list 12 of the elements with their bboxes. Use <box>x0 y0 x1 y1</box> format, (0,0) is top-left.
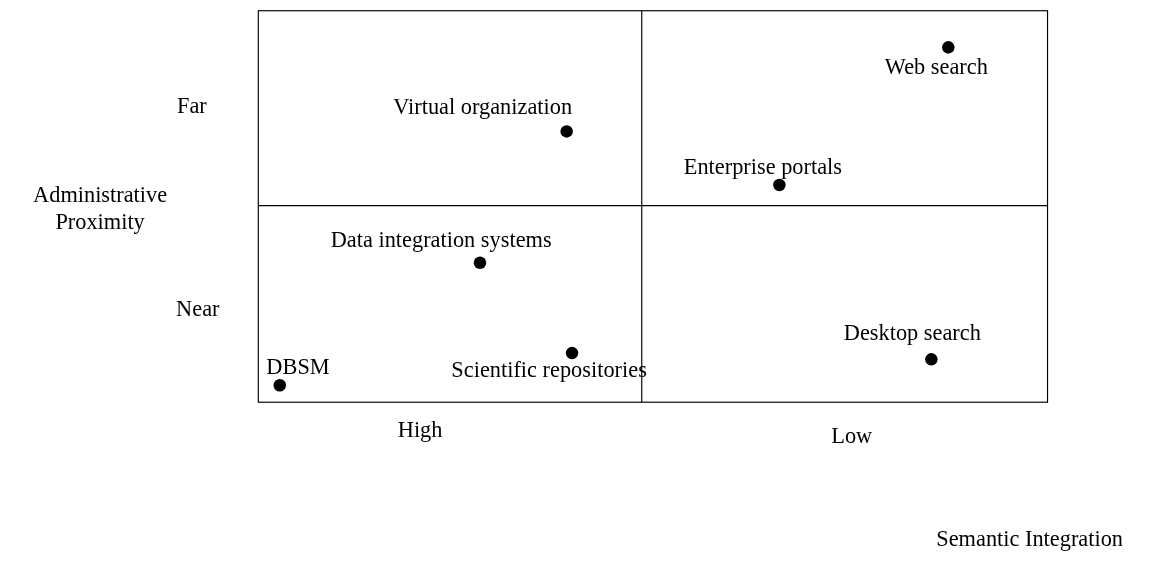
point-label: DBSM <box>266 353 330 380</box>
point-label: Data integration systems <box>330 226 552 253</box>
axis-category-label: Near <box>176 295 220 323</box>
axis-title: Semantic Integration <box>935 525 1125 553</box>
point-label: Enterprise portals <box>683 153 842 181</box>
point-label: Virtual organization <box>393 93 573 121</box>
axis-category-label: Far <box>176 92 207 119</box>
point-label: Web search <box>884 53 988 81</box>
axis-category-label: Low <box>831 422 873 450</box>
point-label: Desktop search <box>843 319 981 346</box>
axis-category-label: High <box>397 416 443 444</box>
axis-title: Administrative Proximity <box>32 181 169 236</box>
